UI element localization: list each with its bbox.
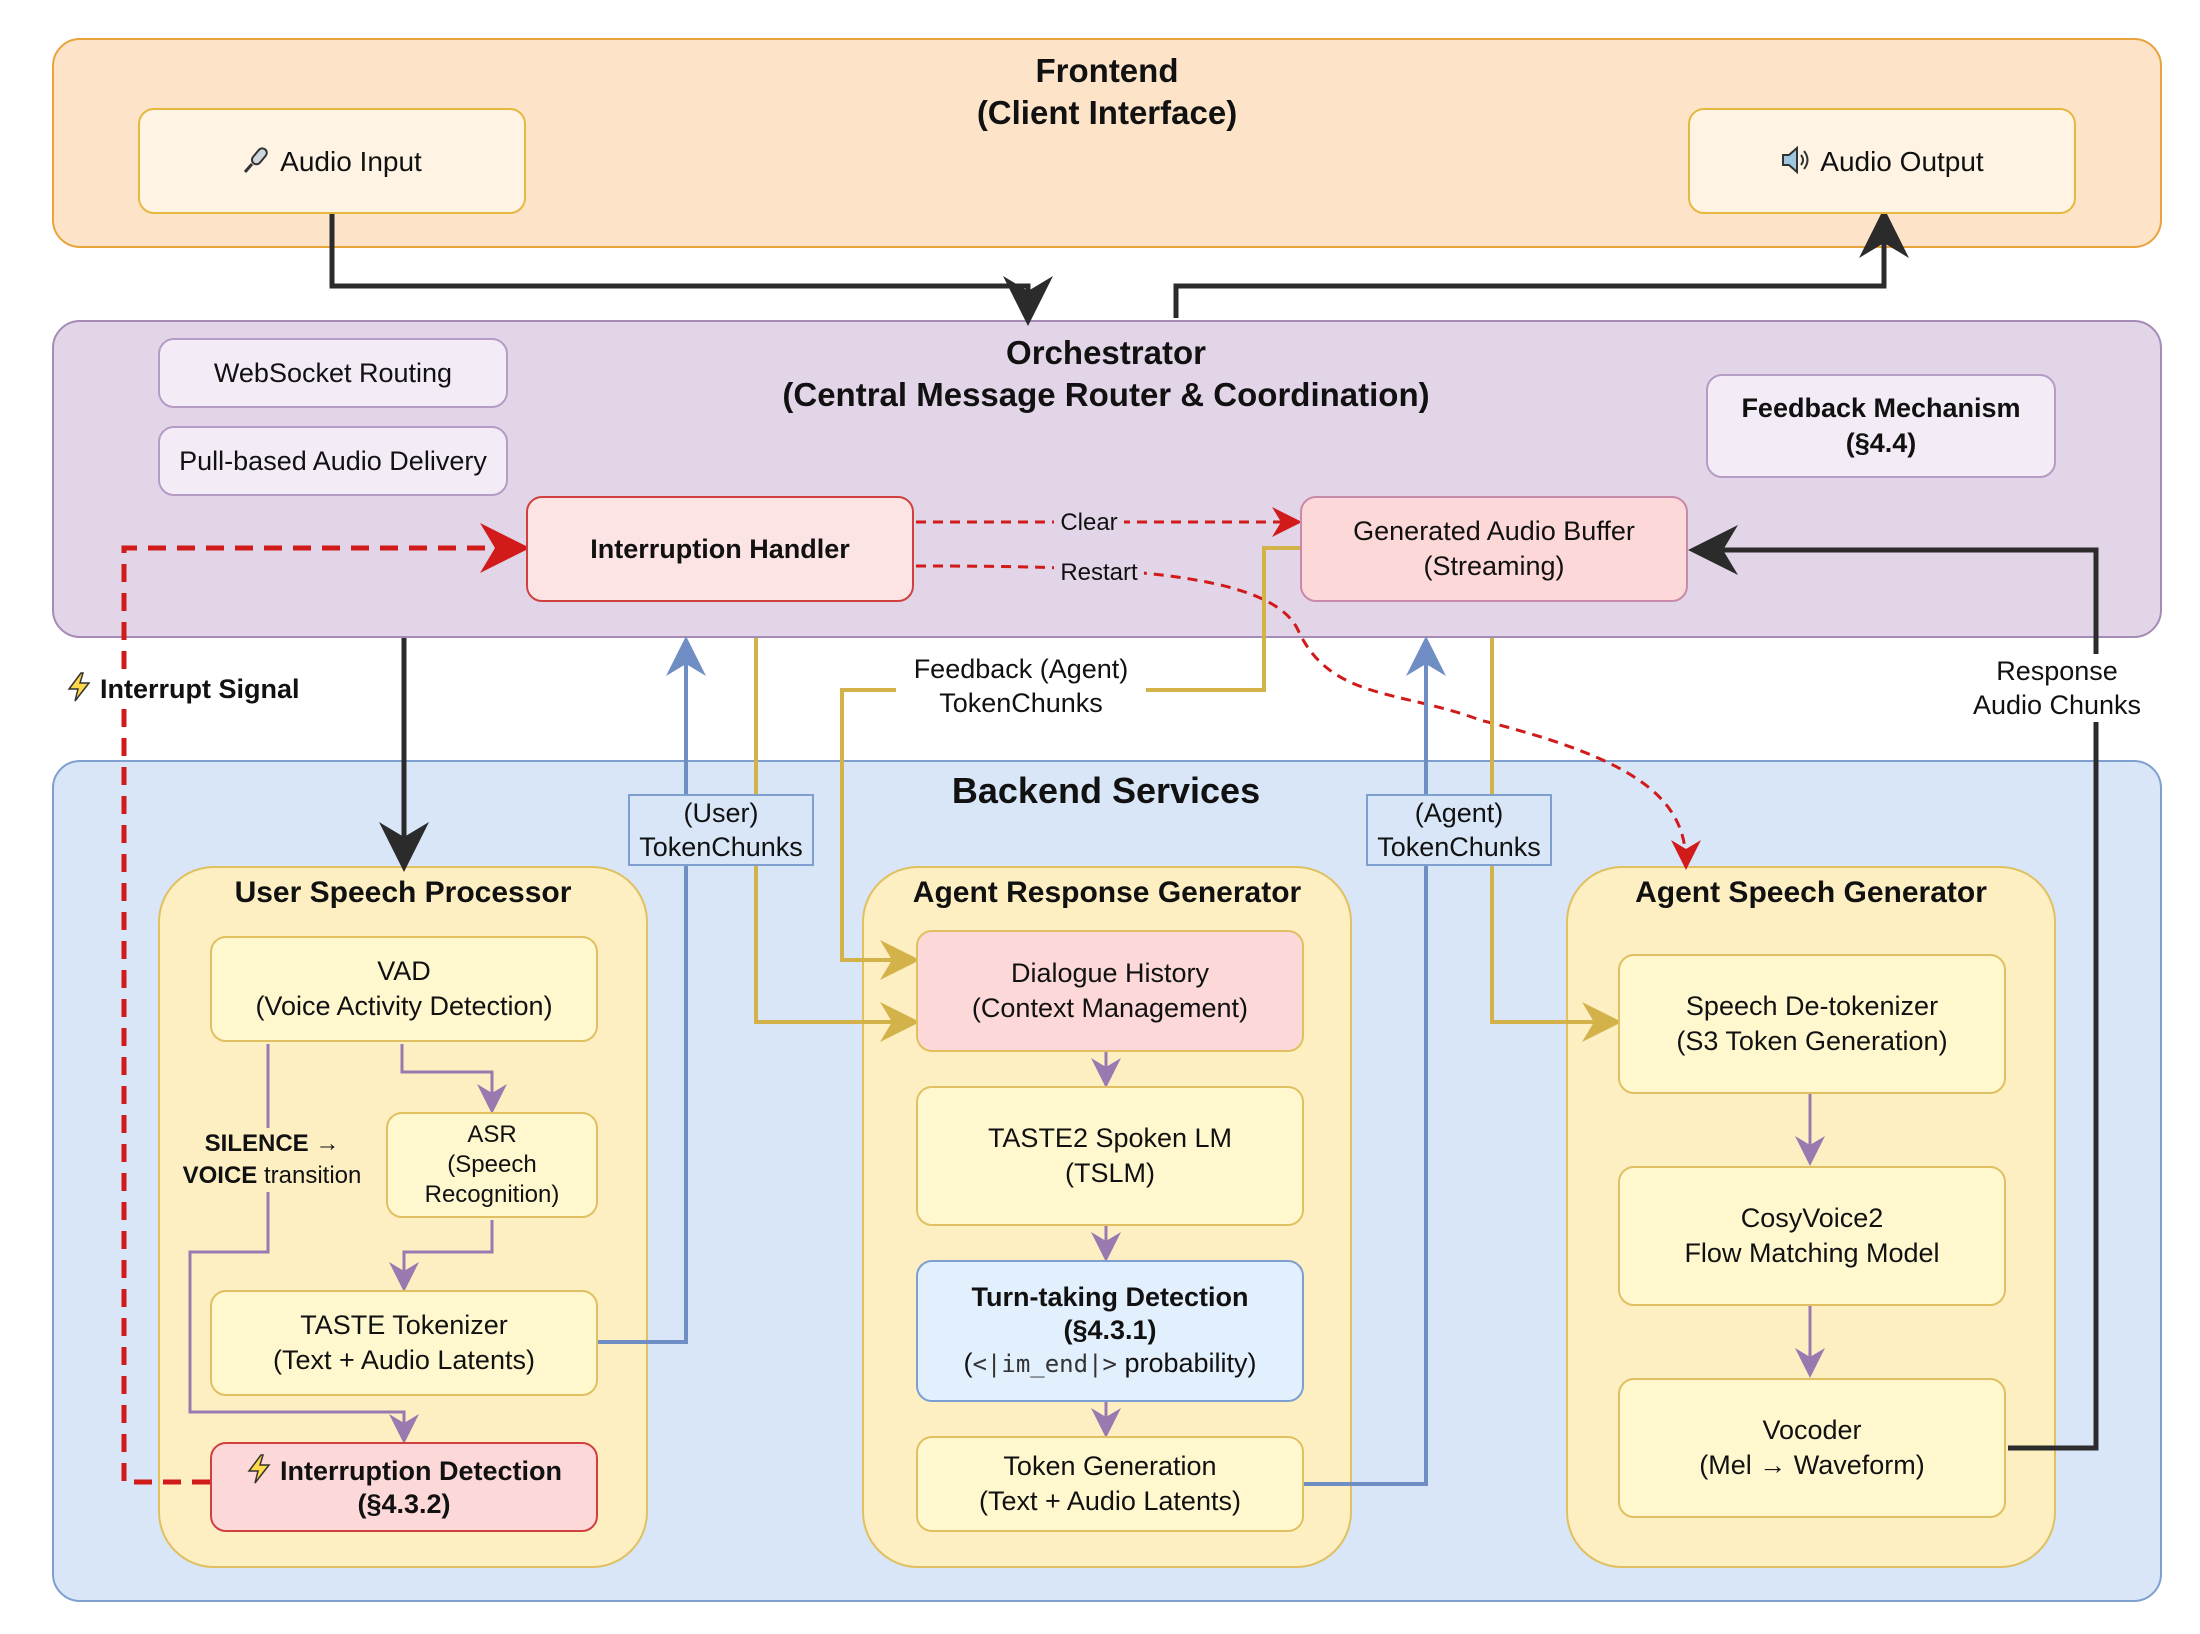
vad-to-interruption-detection-arrow	[188, 1044, 419, 1444]
clear-label: Clear	[1054, 506, 1124, 540]
audio-input-label: Audio Input	[280, 145, 422, 177]
silence-voice-line1: SILENCE →	[204, 1130, 340, 1157]
interruption-handler-label: Interruption Handler	[590, 533, 850, 564]
restart-label: Restart	[1054, 556, 1144, 590]
vad-line2: (Voice Activity Detection)	[255, 991, 553, 1021]
interruption-detection-node[interactable]: Interruption Detection (§4.3.2)	[210, 1442, 598, 1532]
lightning-icon	[247, 1453, 271, 1483]
agent-tokenchunks-arrow	[1302, 636, 1446, 1486]
feedback-mechanism-node: Feedback Mechanism (§4.4)	[1706, 374, 2056, 478]
dialogue-history-line2: (Context Management)	[971, 993, 1249, 1023]
silence-voice-line2-bold: VOICE	[182, 1162, 258, 1189]
turn-taking-line1: Turn-taking Detection	[971, 1282, 1249, 1312]
interrupt-signal-text: Interrupt Signal	[100, 674, 300, 704]
frontend-title: Frontend (Client Interface)	[852, 50, 1362, 134]
audio-input-node[interactable]: Audio Input	[138, 108, 526, 214]
user-speech-processor-title: User Speech Processor	[234, 876, 572, 909]
orchestrator-title-text: Orchestrator	[1006, 334, 1206, 371]
taste-line1: TASTE Tokenizer	[300, 1310, 508, 1340]
audio-output-node[interactable]: Audio Output	[1688, 108, 2076, 214]
response-chunks-line2: Audio Chunks	[1972, 690, 2142, 720]
feedback-agent-line1: Feedback (Agent)	[913, 654, 1129, 684]
backend-title: Backend Services	[951, 770, 1261, 811]
vad-line1: VAD	[377, 956, 431, 986]
pull-based-audio-delivery-label: Pull-based Audio Delivery	[179, 445, 487, 476]
interrupt-signal-arrow	[121, 523, 530, 1485]
tslm-line2: (TSLM)	[1065, 1158, 1155, 1188]
cosy-line1: CosyVoice2	[1740, 1203, 1884, 1233]
asr-line2: (Speech	[447, 1151, 537, 1178]
frontend-title-text: Frontend	[1035, 52, 1179, 89]
speech-detokenizer-node[interactable]: Speech De-tokenizer (S3 Token Generation…	[1618, 954, 2006, 1094]
vocoder-line2: (Mel → Waveform)	[1699, 1450, 1925, 1480]
interrupt-signal-label: Interrupt Signal	[66, 672, 346, 706]
response-audio-chunks-label: Response Audio Chunks	[1952, 654, 2162, 722]
response-audio-chunks-arrow	[1688, 525, 2099, 1451]
turn-taking-line2: (§4.3.1)	[1063, 1315, 1157, 1345]
turn-taking-line3-open: (	[963, 1348, 973, 1378]
dialogue-history-node[interactable]: Dialogue History (Context Management)	[916, 930, 1304, 1052]
buffer-to-detokenizer-arrow	[1490, 638, 1622, 1042]
asr-line1: ASR	[467, 1121, 517, 1148]
vad-to-asr-arrow	[400, 1044, 507, 1114]
dialogue-history-line1: Dialogue History	[1010, 958, 1210, 988]
interruption-detection-line2: (§4.3.2)	[357, 1488, 451, 1519]
detok-line2: (S3 Token Generation)	[1676, 1026, 1948, 1056]
turn-taking-line3-rest: probability)	[1116, 1348, 1257, 1378]
token-generation-line1: Token Generation	[1003, 1451, 1217, 1481]
frontend-subtitle: (Client Interface)	[976, 94, 1238, 131]
orchestrator-to-dialogue-history-arrow	[754, 638, 920, 1042]
agent-tokenchunks-label: (Agent) TokenChunks	[1366, 794, 1552, 866]
silence-voice-line2-rest: transition	[257, 1162, 362, 1189]
pull-based-audio-delivery-node: Pull-based Audio Delivery	[158, 426, 508, 496]
im-end-token: <|im_end|>	[972, 1350, 1117, 1378]
feedback-agent-line2: TokenChunks	[939, 688, 1103, 718]
agent-speech-generator-title: Agent Speech Generator	[1635, 876, 1987, 909]
feedback-agent-tokenchunks-label: Feedback (Agent) TokenChunks	[896, 652, 1146, 720]
vocoder-node[interactable]: Vocoder (Mel → Waveform)	[1618, 1378, 2006, 1518]
user-tokenchunks-line1: (User)	[683, 798, 759, 828]
agent-response-generator-title: Agent Response Generator	[912, 876, 1302, 909]
speaker-icon	[1782, 145, 1809, 174]
token-generation-line2: (Text + Audio Latents)	[979, 1486, 1241, 1516]
detok-line1: Speech De-tokenizer	[1685, 991, 1939, 1021]
user-tokenchunks-arrow	[598, 636, 706, 1344]
silence-voice-transition-label: SILENCE → VOICE transition	[172, 1128, 372, 1192]
user-tokenchunks-label: (User) TokenChunks	[628, 794, 814, 866]
asr-line3: Recognition)	[424, 1181, 560, 1208]
vad-node[interactable]: VAD (Voice Activity Detection)	[210, 936, 598, 1042]
cosy-line2: Flow Matching Model	[1684, 1238, 1940, 1268]
cosyvoice2-node[interactable]: CosyVoice2 Flow Matching Model	[1618, 1166, 2006, 1306]
audio-input-to-orchestrator-arrow	[329, 214, 1053, 326]
websocket-routing-node: WebSocket Routing	[158, 338, 508, 408]
taste-tokenizer-node[interactable]: TASTE Tokenizer (Text + Audio Latents)	[210, 1290, 598, 1396]
orchestrator-to-audio-output-arrow	[1173, 208, 1909, 318]
asr-to-taste-arrow	[389, 1220, 494, 1292]
generated-audio-buffer-node[interactable]: Generated Audio Buffer (Streaming)	[1300, 496, 1688, 602]
feedback-mechanism-title: Feedback Mechanism	[1741, 393, 2021, 423]
response-chunks-line1: Response	[1996, 656, 2118, 686]
user-tokenchunks-line2: TokenChunks	[639, 832, 803, 862]
feedback-mechanism-ref: (§4.4)	[1845, 428, 1917, 458]
websocket-routing-label: WebSocket Routing	[213, 357, 453, 388]
audio-buffer-line1: Generated Audio Buffer	[1353, 516, 1635, 546]
agent-tokenchunks-line2: TokenChunks	[1377, 832, 1541, 862]
audio-output-label: Audio Output	[1820, 145, 1984, 177]
taste-line2: (Text + Audio Latents)	[273, 1345, 535, 1375]
interruption-detection-line1: Interruption Detection	[280, 1455, 562, 1486]
orchestrator-title: Orchestrator (Central Message Router & C…	[706, 332, 1506, 416]
agent-tokenchunks-line1: (Agent)	[1414, 798, 1504, 828]
taste2-spoken-lm-node[interactable]: TASTE2 Spoken LM (TSLM)	[916, 1086, 1304, 1226]
turn-taking-detection-node[interactable]: Turn-taking Detection (§4.3.1) (<|im_end…	[916, 1260, 1304, 1402]
orchestrator-subtitle: (Central Message Router & Coordination)	[782, 376, 1430, 413]
vocoder-line1: Vocoder	[1762, 1415, 1862, 1445]
audio-buffer-line2: (Streaming)	[1423, 551, 1565, 581]
tslm-line1: TASTE2 Spoken LM	[987, 1123, 1233, 1153]
lightning-icon	[67, 672, 91, 702]
asr-node[interactable]: ASR (Speech Recognition)	[386, 1112, 598, 1218]
token-generation-node[interactable]: Token Generation (Text + Audio Latents)	[916, 1436, 1304, 1532]
microphone-icon	[244, 146, 268, 173]
interruption-handler-node[interactable]: Interruption Handler	[526, 496, 914, 602]
